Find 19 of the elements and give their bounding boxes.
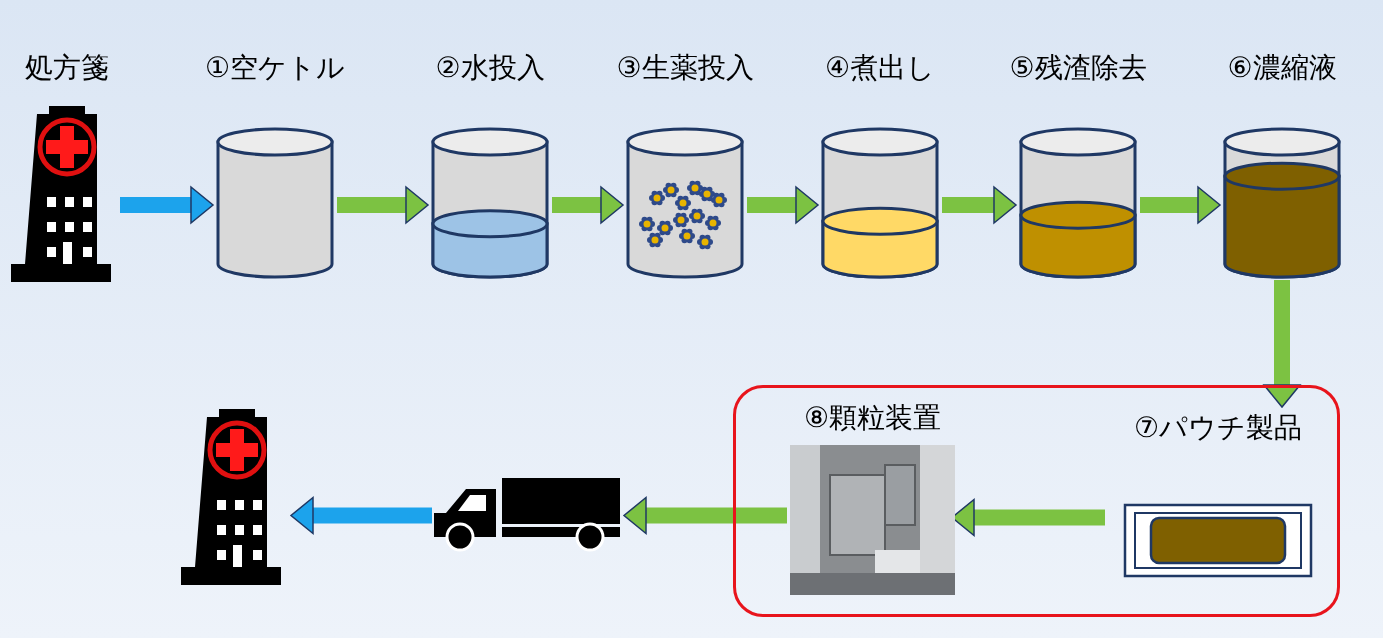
step-label: ⑤残渣除去: [1008, 50, 1148, 86]
step-label: ④煮出し: [823, 50, 937, 86]
step-label: ②水投入: [434, 50, 546, 86]
step-label: 処方箋: [24, 50, 110, 86]
step-label: ③生薬投入: [615, 50, 755, 86]
step-label: ⑥濃縮液: [1226, 50, 1338, 86]
arrow: [552, 186, 624, 224]
arrow: [747, 186, 819, 224]
step-label: ⑧顆粒装置: [802, 400, 943, 436]
arrow: [623, 496, 787, 535]
group-frame: [733, 385, 1340, 617]
arrow: [1263, 280, 1301, 408]
arrow: [290, 496, 432, 535]
arrow: [1140, 186, 1221, 224]
step-label: ①空ケトル: [203, 50, 347, 86]
step-label: ⑦パウチ製品: [1132, 410, 1304, 446]
arrow: [942, 186, 1017, 224]
arrow: [120, 186, 214, 224]
arrow: [337, 186, 429, 224]
